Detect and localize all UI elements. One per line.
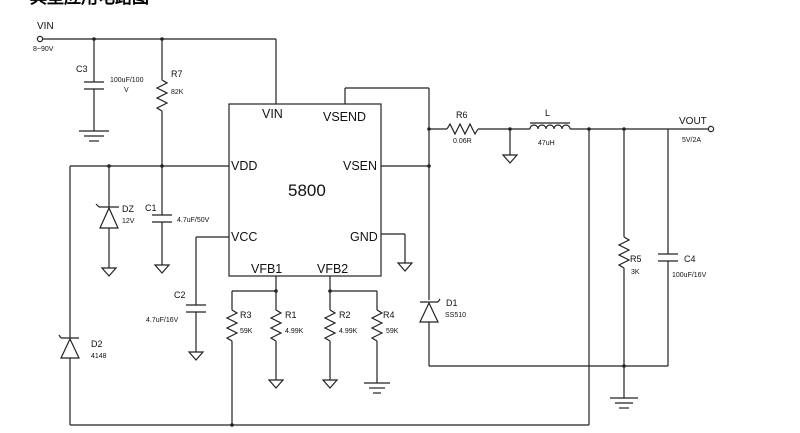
diode-d1: [419, 298, 668, 368]
d1-ref: D1: [446, 298, 458, 308]
vout-terminal: [707, 125, 715, 133]
vfb2-net: [328, 276, 377, 293]
r2-ref: R2: [339, 310, 351, 320]
vin-terminal: [36, 35, 277, 104]
capacitor-c3: [79, 39, 109, 142]
capacitor-c1: [152, 166, 172, 274]
zener-dz: [95, 166, 119, 277]
vdd-net: [69, 164, 229, 338]
c3-value-2: V: [124, 87, 129, 94]
r4-ref: R4: [383, 310, 395, 320]
d1-value: SS510: [445, 312, 466, 319]
resistor-r5: [610, 129, 638, 409]
c2-ref: C2: [174, 290, 186, 300]
c4-value: 100uF/16V: [672, 272, 707, 279]
r3-ref: R3: [240, 310, 252, 320]
resistor-r2: [321, 291, 339, 389]
r7-ref: R7: [171, 69, 183, 79]
resistor-r4: [364, 291, 390, 394]
r5-value: 3K: [631, 269, 640, 276]
r3-value: 59K: [240, 328, 253, 335]
vfb1-net: [232, 276, 278, 293]
c2-value: 4.7uF/16V: [146, 317, 179, 324]
pin-vsend-label: VSEND: [323, 110, 366, 124]
resistor-r6: [429, 122, 530, 164]
l-ref: L: [545, 108, 550, 118]
d2-ref: D2: [91, 339, 103, 349]
l-value: 47uH: [538, 140, 555, 147]
r1-ref: R1: [285, 310, 297, 320]
pin-gnd-label: GND: [350, 230, 378, 244]
pin-vfb2-label: VFB2: [317, 262, 348, 276]
vout-label: VOUT: [679, 116, 707, 127]
pin-vfb1-label: VFB1: [251, 262, 282, 276]
r6-ref: R6: [456, 110, 468, 120]
resistor-r3: [225, 291, 239, 425]
r4-value: 59K: [386, 328, 399, 335]
ic-body: [228, 103, 382, 277]
c3-value-1: 100uF/100: [110, 77, 144, 84]
r5-ref: R5: [630, 254, 642, 264]
diagram-title: 典型应用电路图: [30, 0, 149, 8]
capacitor-c4: [658, 129, 678, 366]
pin-vsen-label: VSEN: [343, 159, 377, 173]
inductor-l: [529, 122, 708, 425]
c3-ref: C3: [76, 64, 88, 74]
c1-value: 4.7uF/50V: [177, 217, 210, 224]
d2-value: 4148: [91, 353, 107, 360]
resistor-r7: [155, 39, 169, 166]
c4-ref: C4: [684, 254, 696, 264]
gnd-net: [381, 233, 414, 272]
r6-value: 0.06R: [453, 138, 472, 145]
dz-value: 12V: [122, 218, 135, 225]
vout-spec: 5V/2A: [682, 137, 701, 144]
resistor-r1: [267, 291, 285, 389]
vsend-net: [344, 87, 431, 300]
pin-vdd-label: VDD: [231, 159, 257, 173]
pin-vcc-label: VCC: [231, 230, 257, 244]
r7-value: 82K: [171, 89, 184, 96]
vin-range: 8~90V: [33, 46, 54, 53]
ic-name: 5800: [288, 181, 326, 200]
capacitor-c2: [186, 236, 229, 361]
dz-ref: DZ: [122, 204, 134, 214]
r2-value: 4.99K: [339, 328, 358, 335]
pin-vin-label: VIN: [262, 107, 283, 121]
r1-value: 4.99K: [285, 328, 304, 335]
c1-ref: C1: [145, 203, 157, 213]
vin-label: VIN: [37, 21, 54, 32]
diode-d2: [58, 334, 589, 427]
